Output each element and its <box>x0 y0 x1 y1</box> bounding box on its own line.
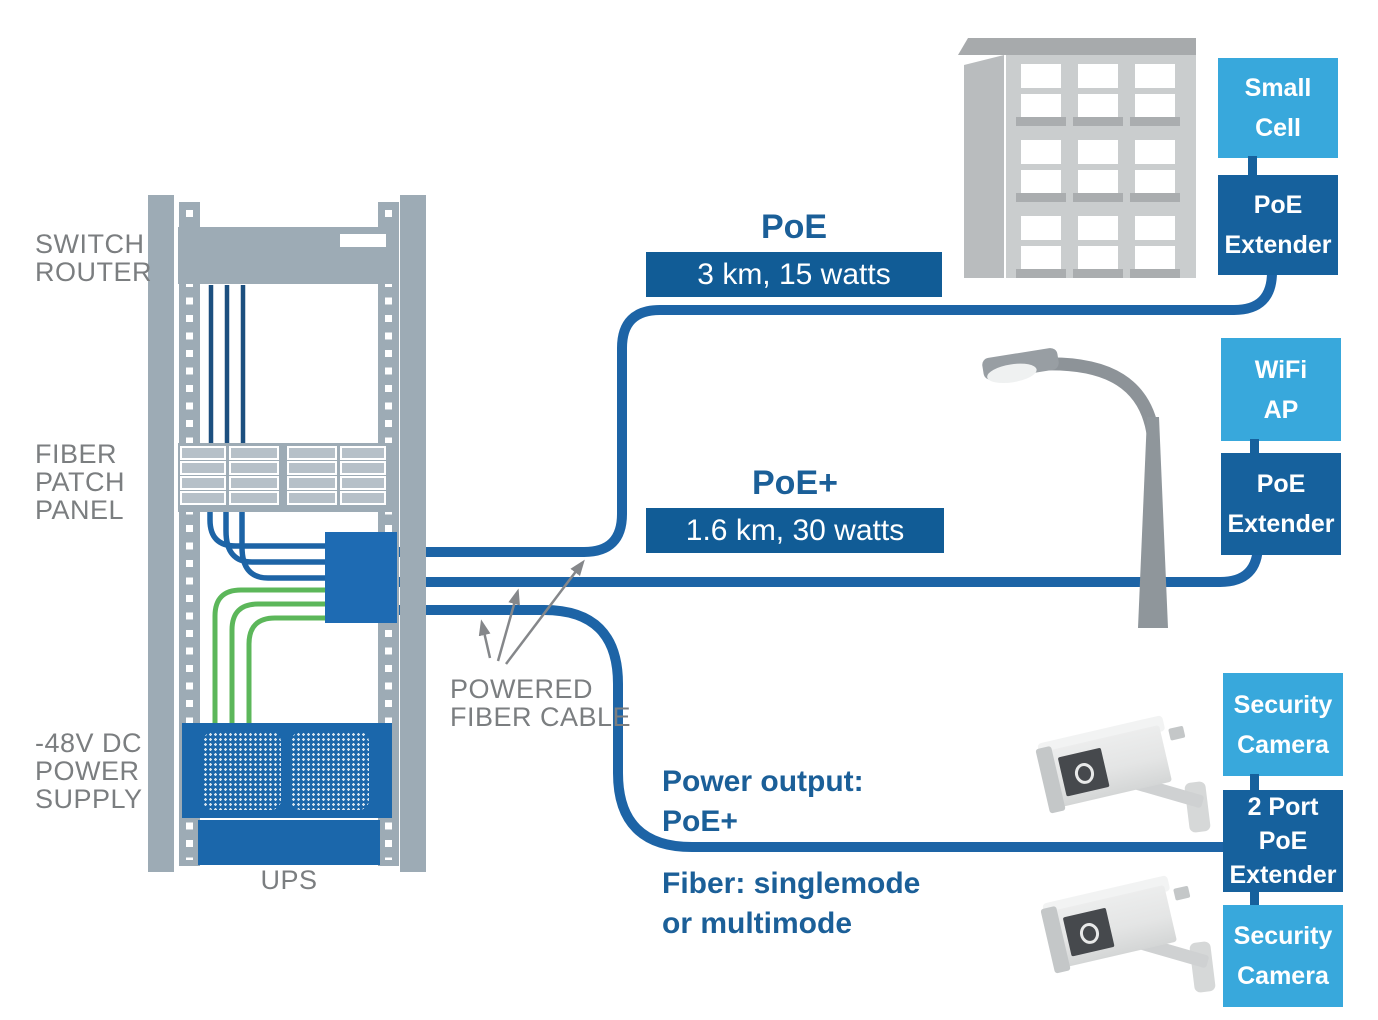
two-port-poe-extender-box: 2 Port PoE Extender <box>1223 790 1343 892</box>
fiber-mode-note: Fiber: singlemode or multimode <box>662 867 921 940</box>
building-window <box>1016 216 1066 278</box>
patch-cable-1 <box>207 510 330 549</box>
patch-panel-slot <box>229 446 279 460</box>
poe-link-label: PoE <box>760 208 828 246</box>
patch-panel-slot <box>287 446 337 460</box>
dc-power-supply <box>182 723 392 818</box>
power-output-note: Power output: PoE+ <box>662 765 864 838</box>
patch-panel-row <box>180 446 391 460</box>
small-cell-connector <box>1248 156 1257 177</box>
switch-router-label: SWITCH ROUTER <box>35 229 152 287</box>
patch-panel-slot <box>229 461 279 475</box>
ups-unit <box>198 820 380 865</box>
street-light-pole <box>1138 417 1168 628</box>
power-supply-vent-right <box>291 732 369 810</box>
camera-top-connector <box>1250 774 1259 792</box>
patch-panel-slot <box>340 461 386 475</box>
patch-panel-row <box>180 461 391 475</box>
switch-router-slot <box>340 234 386 247</box>
security-camera-illustration-top <box>1035 715 1232 842</box>
patch-panel-row <box>180 491 391 505</box>
patch-panel-slot <box>287 476 337 490</box>
rack-left-rail <box>179 202 200 866</box>
patch-panel-slot <box>229 476 279 490</box>
callout-arrow-3 <box>505 559 585 665</box>
building-window <box>1130 64 1180 126</box>
camera-cable-gland <box>1173 885 1191 901</box>
poe-plus-link-label: PoE+ <box>752 464 838 502</box>
poe-banner: 3 km, 15 watts <box>646 252 942 297</box>
patch-panel-slot <box>340 476 386 490</box>
street-light-lens <box>987 363 1037 384</box>
power-cable-2 <box>229 601 330 726</box>
patch-panel-slot <box>287 461 337 475</box>
poe-plus-banner: 1.6 km, 30 watts <box>646 508 944 553</box>
camera-lens-icon <box>1072 761 1097 786</box>
camera-lens-icon <box>1077 921 1102 946</box>
street-light-arm <box>1042 357 1160 435</box>
camera-body <box>1035 715 1188 823</box>
patch-panel-slot <box>180 461 226 475</box>
rack-left-post <box>148 195 174 872</box>
power-cable-1 <box>212 587 330 726</box>
patch-cable-2 <box>223 510 330 565</box>
building-windows <box>1016 64 1180 278</box>
patch-panel-slot <box>340 446 386 460</box>
power-cable-3 <box>246 615 330 726</box>
patch-panel-slot <box>340 491 386 505</box>
callout-arrow-1 <box>478 619 492 659</box>
patch-panel-slot <box>180 476 226 490</box>
powered-fiber-run-poe <box>390 265 1277 557</box>
callout-arrow-2 <box>496 588 520 662</box>
camera-bottom-connector <box>1250 890 1259 907</box>
fiber-patch-panel <box>178 443 393 512</box>
camera-body <box>1040 875 1193 983</box>
building-window <box>1016 64 1066 126</box>
building-window <box>1130 216 1180 278</box>
building-front-wall <box>1006 55 1196 278</box>
powered-fiber-cable-label: POWERED FIBER CABLE <box>450 674 632 732</box>
patch-cable-3 <box>239 510 330 581</box>
patch-panel-slot <box>287 491 337 505</box>
patch-panel-slot <box>180 446 226 460</box>
powered-fiber-run-camera <box>390 605 1224 852</box>
building-roof <box>958 38 1196 55</box>
camera-cable-gland <box>1168 725 1186 741</box>
building-window <box>1073 140 1123 202</box>
patch-panel-row <box>180 476 391 490</box>
building-window <box>1016 140 1066 202</box>
building-window <box>1073 216 1123 278</box>
fiber-patch-panel-label: FIBER PATCH PANEL <box>35 439 125 525</box>
street-light-illustration <box>982 348 1168 628</box>
ups-label: UPS <box>260 865 318 895</box>
switch-router <box>178 227 393 284</box>
rack-right-post <box>400 195 426 872</box>
patch-panel-slot <box>180 491 226 505</box>
building-window <box>1073 64 1123 126</box>
patch-panel-slot <box>229 491 279 505</box>
security-camera-illustration-bottom <box>1040 875 1237 1002</box>
building-illustration <box>958 38 1200 280</box>
power-supply-label: -48V DC POWER SUPPLY <box>35 728 143 814</box>
power-supply-vent-left <box>203 732 281 810</box>
building-window <box>1130 140 1180 202</box>
building-side-wall <box>964 55 1004 278</box>
wifi-ap-connector <box>1250 439 1259 455</box>
powered-fiber-junction-box <box>325 532 397 623</box>
